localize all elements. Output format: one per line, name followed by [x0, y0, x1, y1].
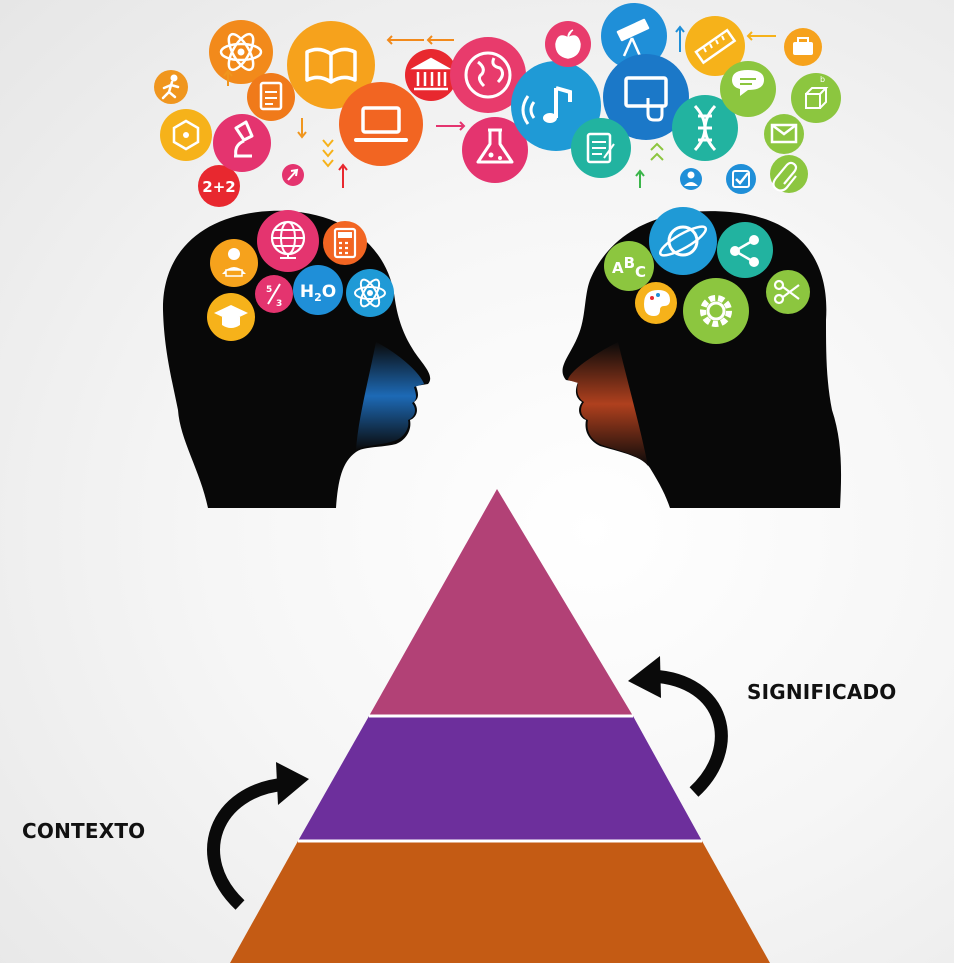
fraction-icon: 5 3 — [255, 275, 293, 313]
telescope-icon — [601, 3, 667, 69]
calculator-icon — [323, 221, 367, 265]
scissors-icon — [766, 270, 810, 314]
book-icon — [287, 21, 375, 109]
pyramid — [230, 489, 770, 963]
mail-icon — [764, 114, 804, 154]
significado-curved-arrow — [628, 656, 728, 797]
svg-text:H2O: H2O — [300, 282, 336, 304]
palette-icon — [635, 282, 677, 324]
checklist-icon — [571, 118, 631, 178]
contexto-curved-arrow — [207, 762, 309, 910]
laptop-icon — [339, 82, 423, 166]
pyramid-top-tier — [369, 489, 633, 716]
speech-bubble-icon — [720, 61, 776, 117]
contexto-label: CONTEXTO — [22, 819, 146, 843]
atom-icon — [209, 20, 273, 84]
planet-icon — [649, 207, 717, 275]
dna-icon — [672, 95, 738, 161]
abc-icon: ABC — [604, 241, 654, 291]
bank-icon — [405, 49, 457, 101]
ruler-icon — [685, 16, 745, 76]
user-icon — [680, 168, 702, 190]
icon-cloud: 2+2 — [154, 3, 841, 207]
touchscreen-icon — [603, 54, 689, 140]
rocket-icon — [282, 164, 304, 186]
svg-text:b: b — [820, 75, 825, 84]
paperclip-icon — [770, 155, 808, 193]
right-head-icons: ABC — [604, 207, 810, 344]
left-head-icons: 5 3 H2O — [207, 210, 394, 341]
globe-icon — [450, 37, 526, 113]
flask-icon — [462, 117, 528, 183]
pyramid-bottom-tier — [230, 841, 770, 963]
svg-text:ABC: ABC — [612, 254, 646, 281]
running-person-icon — [154, 70, 188, 104]
water-molecule-icon: H2O — [293, 265, 343, 315]
significado-label: SIGNIFICADO — [747, 680, 897, 704]
atom-icon — [346, 269, 394, 317]
wireframe-globe-icon — [257, 210, 319, 272]
pyramid-middle-tier — [298, 716, 702, 841]
svg-text:5: 5 — [266, 285, 272, 295]
svg-text:2+2: 2+2 — [202, 178, 235, 196]
molecule-icon — [160, 109, 212, 161]
apple-icon — [545, 21, 591, 67]
math-icon: 2+2 — [198, 165, 240, 207]
share-icon — [717, 222, 773, 278]
cube-icon: b — [791, 73, 841, 123]
microscope-icon — [213, 114, 271, 172]
checkbox-icon — [726, 164, 756, 194]
student-icon — [210, 239, 258, 287]
small-arrows — [223, 25, 776, 188]
gear-icon — [683, 278, 749, 344]
briefcase-icon — [784, 28, 822, 66]
graduation-cap-icon — [207, 293, 255, 341]
svg-text:3: 3 — [276, 299, 282, 309]
clipboard-icon — [247, 73, 295, 121]
